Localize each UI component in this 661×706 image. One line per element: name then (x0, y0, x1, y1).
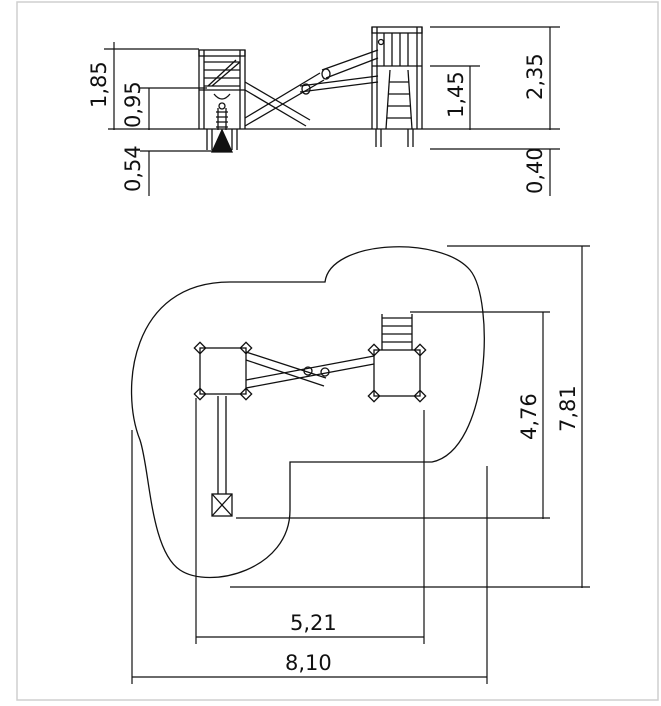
right-tower (371, 26, 423, 147)
left-platform (193, 341, 253, 401)
elevation-view (108, 26, 560, 153)
left-tower (198, 49, 246, 153)
elevation-dimensions (104, 26, 560, 196)
plan-bridge (245, 351, 375, 389)
dim-elev-right-foundation: 0,40 (523, 147, 547, 194)
plan-spring-rider (211, 396, 233, 517)
dim-elev-left-foundation: 0,54 (121, 145, 145, 192)
dim-elev-left-total: 1,85 (87, 61, 111, 108)
bridge-bars (244, 49, 379, 127)
dim-plan-total-depth: 7,81 (556, 385, 580, 432)
dim-elev-right-platform: 1,45 (444, 71, 468, 118)
right-platform (367, 343, 427, 403)
dim-elev-right-total: 2,35 (523, 53, 547, 100)
sheet-border (16, 1, 659, 701)
safety-zone-outline (130, 246, 485, 578)
dim-plan-total-width: 8,10 (285, 651, 332, 675)
dim-plan-inner-depth: 4,76 (517, 393, 541, 440)
plan-dimensions (131, 245, 590, 684)
dim-plan-inner-width: 5,21 (290, 611, 337, 635)
plan-ladder (381, 314, 413, 350)
plan-view (130, 246, 485, 578)
dim-elev-left-platform: 0,95 (121, 81, 145, 128)
